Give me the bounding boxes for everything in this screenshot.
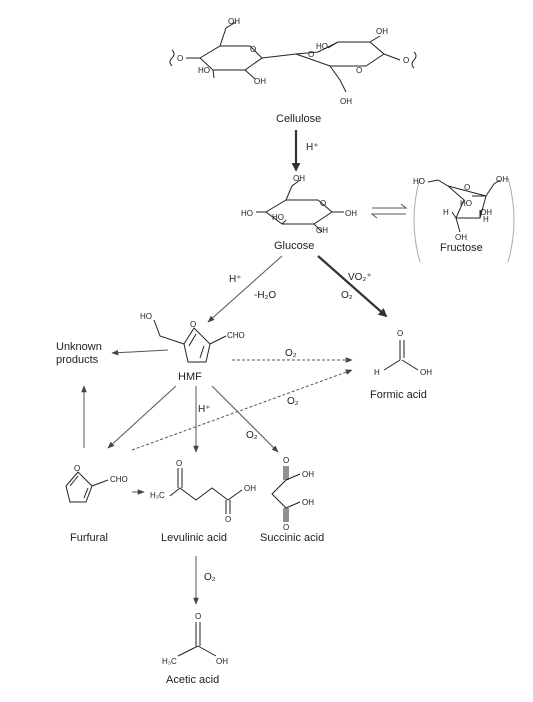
fructose-h-right: H xyxy=(483,215,489,224)
glucose-to-hmf-arrow xyxy=(207,255,283,323)
fructose-structure: HO O OH HO OH H H OH xyxy=(413,175,508,242)
glucose-oh-top: OH xyxy=(293,174,305,183)
levulinic-acid-acid-o: O xyxy=(225,515,231,524)
formic-acid-o: O xyxy=(397,329,403,338)
glucose-to-formic-arrow xyxy=(317,255,388,318)
furfural-ring-o: O xyxy=(74,464,80,473)
fructose-bracket-left xyxy=(413,177,421,263)
glucose-ring-o: O xyxy=(320,199,326,208)
fructose-label: Fructose xyxy=(440,242,483,254)
acetic-acid-o: O xyxy=(195,612,201,621)
acetic-acid-oh: OH xyxy=(216,657,228,666)
levulinic-acid-h3c: H₃C xyxy=(150,491,165,500)
hmf-to-succinic-condition: O₂ xyxy=(246,430,258,441)
acetic-acid-structure: O H₃C OH xyxy=(162,612,228,666)
levulinic-acid-label: Levulinic acid xyxy=(161,532,227,544)
hmf-ho: HO xyxy=(140,312,152,321)
cellulose-left-ring-o: O xyxy=(250,45,256,54)
levulinic-to-acetic-condition: O₂ xyxy=(204,572,216,583)
cellulose-to-glucose-condition: H⁺ xyxy=(306,142,319,153)
cellulose-structure: O OH O HO OH O HO OH O O OH xyxy=(169,17,417,106)
cellulose-bridge-o: O xyxy=(308,50,314,59)
cellulose-label: Cellulose xyxy=(276,113,321,125)
glucose-ho-left: HO xyxy=(241,209,253,218)
fructose-bracket-right xyxy=(507,177,515,263)
levulinic-acid-structure: O H₃C OH O xyxy=(150,459,256,524)
hmf-to-formic-lower-condition: O₂ xyxy=(287,396,299,407)
hmf-structure: O HO CHO xyxy=(140,312,245,363)
fructose-h-left: H xyxy=(443,208,449,217)
furfural-structure: O CHO xyxy=(65,464,128,503)
cellulose-right-ring-o: O xyxy=(356,66,362,75)
cellulose-right-lower-oh: OH xyxy=(340,97,352,106)
succinic-acid-top-oh: OH xyxy=(302,470,314,479)
succinic-acid-bottom-o: O xyxy=(283,523,289,532)
unknown-products-label-line1: Unknown xyxy=(56,341,102,353)
glucose-oh-bottom: OH xyxy=(316,226,328,235)
fructose-oh-mid: OH xyxy=(480,208,492,217)
formic-acid-h: H xyxy=(374,368,380,377)
cellulose-left-o: O xyxy=(177,54,183,63)
cellulose-left-ho: HO xyxy=(198,66,210,75)
glucose-label: Glucose xyxy=(274,240,314,252)
hmf-to-furfural-arrow xyxy=(107,385,177,449)
cellulose-right-o: O xyxy=(403,56,409,65)
cellulose-left-lower-oh: OH xyxy=(254,77,266,86)
glucose-to-hmf-water: -H₂O xyxy=(254,290,276,301)
cellulose-right-oh: OH xyxy=(376,27,388,36)
cellulose-right-ho: HO xyxy=(316,42,328,51)
glucose-to-formic-catalyst: VO₂⁺ xyxy=(348,272,372,283)
hmf-label: HMF xyxy=(178,371,202,383)
hmf-ring-o: O xyxy=(190,320,196,329)
formic-acid-oh: OH xyxy=(420,368,432,377)
glucose-ho-mid: HO xyxy=(272,213,284,222)
hmf-to-levulinic-condition: H⁺ xyxy=(198,404,211,415)
hmf-to-unknown-arrow xyxy=(111,349,169,356)
levulinic-acid-oh: OH xyxy=(244,484,256,493)
cellulose-left-oh: OH xyxy=(228,17,240,26)
acetic-acid-h3c: H₃C xyxy=(162,657,177,666)
hmf-cho: CHO xyxy=(227,331,245,340)
fructose-ho-left: HO xyxy=(413,177,425,186)
furfural-to-formic-dashed-arrow xyxy=(131,369,353,451)
succinic-acid-top-o: O xyxy=(283,456,289,465)
fructose-ring-o: O xyxy=(464,183,470,192)
formic-acid-structure: O H OH xyxy=(374,329,432,377)
fructose-oh-right: OH xyxy=(496,175,508,184)
hmf-to-succinic-arrow xyxy=(211,385,279,453)
acetic-acid-label: Acetic acid xyxy=(166,674,219,686)
unknown-products-label-line2: products xyxy=(56,354,99,366)
hmf-to-formic-upper-condition: O₂ xyxy=(285,348,297,359)
fructose-oh-bottom: OH xyxy=(455,233,467,242)
glucose-to-hmf-acid: H⁺ xyxy=(229,274,242,285)
glucose-to-formic-oxidant: O₂ xyxy=(341,290,353,301)
levulinic-acid-ketone-o: O xyxy=(176,459,182,468)
furfural-label: Furfural xyxy=(70,532,108,544)
glucose-oh-right: OH xyxy=(345,209,357,218)
glucose-structure: OH O HO HO OH OH xyxy=(241,174,357,235)
equilibrium-arrows xyxy=(370,203,408,219)
formic-acid-label: Formic acid xyxy=(370,389,427,401)
furfural-cho: CHO xyxy=(110,475,128,484)
succinic-acid-bottom-oh: OH xyxy=(302,498,314,507)
succinic-acid-label: Succinic acid xyxy=(260,532,324,544)
succinic-acid-structure: O OH OH O xyxy=(271,456,314,532)
fructose-ho-mid: HO xyxy=(460,199,472,208)
